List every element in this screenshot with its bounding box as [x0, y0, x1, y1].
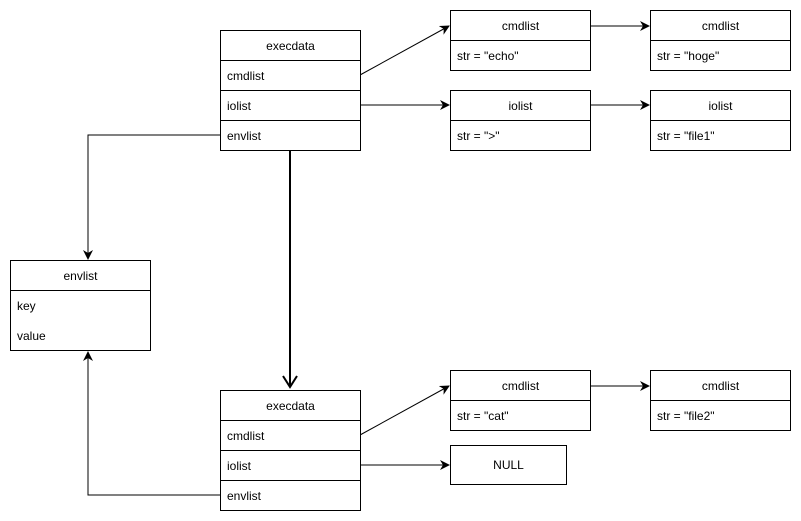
edge-exec2-envlist-to-envlist	[83, 351, 220, 496]
cmdlist-node-hoge[interactable]: cmdlist str = "hoge"	[650, 10, 791, 71]
execdata-1-cmdlist-field: cmdlist	[221, 61, 360, 91]
cmdlist-file2-str: str = "file2"	[657, 409, 715, 423]
envlist-value-field: value	[17, 329, 46, 343]
cmdlist-node-echo[interactable]: cmdlist str = "echo"	[450, 10, 591, 71]
iolist-file1-str: str = "file1"	[657, 129, 715, 143]
execdata-1-envlist-field: envlist	[227, 129, 262, 143]
cmdlist-node-file2[interactable]: cmdlist str = "file2"	[650, 370, 791, 431]
cmdlist-hoge-title: cmdlist	[651, 11, 790, 41]
edge-exec1-envlist-to-envlist	[83, 134, 220, 260]
cmdlist-cat-str: str = "cat"	[457, 409, 509, 423]
cmdlist-echo-title: cmdlist	[451, 11, 590, 41]
cmdlist-echo-str: str = "echo"	[457, 49, 519, 63]
execdata-2-title: execdata	[221, 391, 360, 421]
execdata-2-iolist-field: iolist	[221, 451, 360, 481]
execdata-2-cmdlist-field: cmdlist	[221, 421, 360, 451]
cmdlist-node-cat[interactable]: cmdlist str = "cat"	[450, 370, 591, 431]
cmdlist-hoge-str: str = "hoge"	[657, 49, 720, 63]
cmdlist-cat-title: cmdlist	[451, 371, 590, 401]
execdata-1-iolist-field: iolist	[221, 91, 360, 121]
iolist-node-file1[interactable]: iolist str = "file1"	[650, 90, 791, 151]
edge-exec2-cmdlist-to-cmd3	[359, 385, 450, 436]
envlist-node[interactable]: envlist key value	[10, 260, 151, 351]
cmdlist-file2-title: cmdlist	[651, 371, 790, 401]
envlist-key-field: key	[17, 299, 36, 313]
edge-exec1-cmdlist-to-cmd1	[359, 25, 450, 76]
execdata-node-2[interactable]: execdata cmdlist iolist envlist	[220, 390, 361, 511]
iolist-redirect-title: iolist	[451, 91, 590, 121]
iolist-node-redirect[interactable]: iolist str = ">"	[450, 90, 591, 151]
execdata-node-1[interactable]: execdata cmdlist iolist envlist	[220, 30, 361, 151]
iolist-file1-title: iolist	[651, 91, 790, 121]
iolist-redirect-str: str = ">"	[457, 129, 500, 143]
execdata-2-envlist-field: envlist	[227, 489, 262, 503]
envlist-title: envlist	[11, 261, 150, 291]
execdata-1-title: execdata	[221, 31, 360, 61]
null-node[interactable]: NULL	[450, 445, 567, 485]
